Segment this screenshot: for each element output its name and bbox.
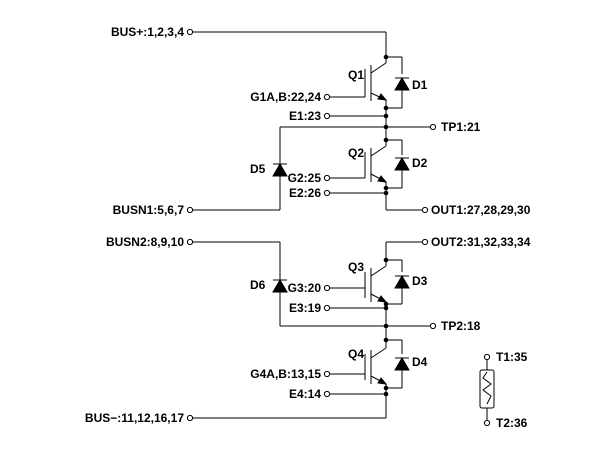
junction-nodes	[383, 54, 389, 397]
label-d6: D6	[250, 278, 266, 292]
thermistor	[479, 360, 495, 420]
terminals	[186, 28, 491, 427]
junction-dot	[383, 113, 389, 119]
main-wiring	[193, 31, 430, 419]
junction-dot	[383, 190, 389, 196]
junction-dot	[383, 337, 389, 343]
terminal-out2	[421, 238, 429, 246]
junction-dot	[383, 257, 389, 263]
label-e3: E3:19	[289, 301, 321, 315]
igbt-q3	[330, 260, 388, 309]
label-q2: Q2	[348, 146, 364, 160]
label-d5: D5	[250, 162, 266, 176]
igbt-q1	[330, 57, 388, 117]
diode-d4	[386, 339, 410, 389]
label-g3: G3:20	[288, 281, 322, 295]
labels: BUS+:1,2,3,4 Q1 D1 G1A,B:22,24 E1:23 TP1…	[85, 25, 531, 430]
label-tp1: TP1:21	[441, 120, 481, 134]
terminal-e1	[323, 112, 331, 120]
label-t2: T2:36	[496, 416, 528, 430]
label-g2: G2:25	[288, 171, 322, 185]
junction-dot	[383, 137, 389, 143]
label-busn2: BUSN2:8,9,10	[106, 235, 184, 249]
label-q1: Q1	[348, 68, 364, 82]
label-d3: D3	[412, 274, 428, 288]
terminal-t2	[483, 419, 491, 427]
label-q4: Q4	[348, 347, 364, 361]
terminal-out1	[421, 206, 429, 214]
terminal-bus-plus	[186, 28, 194, 36]
terminal-g2	[323, 174, 331, 182]
label-out1: OUT1:27,28,29,30	[431, 203, 531, 217]
label-t1: T1:35	[496, 350, 528, 364]
junction-dot	[383, 385, 389, 391]
terminal-g4	[323, 370, 331, 378]
diode-d1	[386, 56, 410, 109]
terminal-bus-minus	[186, 414, 194, 422]
label-d2: D2	[412, 156, 428, 170]
diode-d5	[272, 157, 288, 178]
terminal-e4	[323, 390, 331, 398]
label-g1: G1A,B:22,24	[250, 90, 321, 104]
junction-dot	[383, 105, 389, 111]
junction-dot	[383, 323, 389, 329]
label-e4: E4:14	[289, 387, 321, 401]
terminal-busn2	[186, 238, 194, 246]
label-g4: G4A,B:13,15	[250, 367, 321, 381]
terminal-g3	[323, 284, 331, 292]
igbt-q4	[330, 340, 388, 395]
terminal-tp1	[429, 123, 437, 131]
label-tp2: TP2:18	[441, 319, 481, 333]
label-d4: D4	[412, 355, 428, 369]
diode-d6	[272, 273, 288, 294]
label-q3: Q3	[348, 260, 364, 274]
terminal-e2	[323, 189, 331, 197]
junction-dot	[383, 54, 389, 60]
label-e2: E2:26	[289, 186, 321, 200]
junction-dot	[383, 391, 389, 397]
label-bus-minus: BUS−:11,12,16,17	[85, 411, 184, 425]
igbt-q2	[330, 140, 388, 194]
junction-dot	[383, 185, 389, 191]
junction-dot	[383, 124, 389, 130]
terminal-busn1	[186, 206, 194, 214]
terminal-g1	[323, 93, 331, 101]
diode-d2	[386, 139, 410, 189]
label-out2: OUT2:31,32,33,34	[431, 235, 531, 249]
junction-dot	[383, 305, 389, 311]
diode-d3	[386, 259, 410, 305]
terminal-t1	[483, 353, 491, 361]
junction-dot	[383, 301, 389, 307]
label-e1: E1:23	[289, 109, 321, 123]
label-bus-plus: BUS+:1,2,3,4	[111, 25, 184, 39]
label-d1: D1	[412, 78, 428, 92]
terminal-tp2	[429, 322, 437, 330]
terminal-e3	[323, 304, 331, 312]
label-busn1: BUSN1:5,6,7	[113, 203, 185, 217]
